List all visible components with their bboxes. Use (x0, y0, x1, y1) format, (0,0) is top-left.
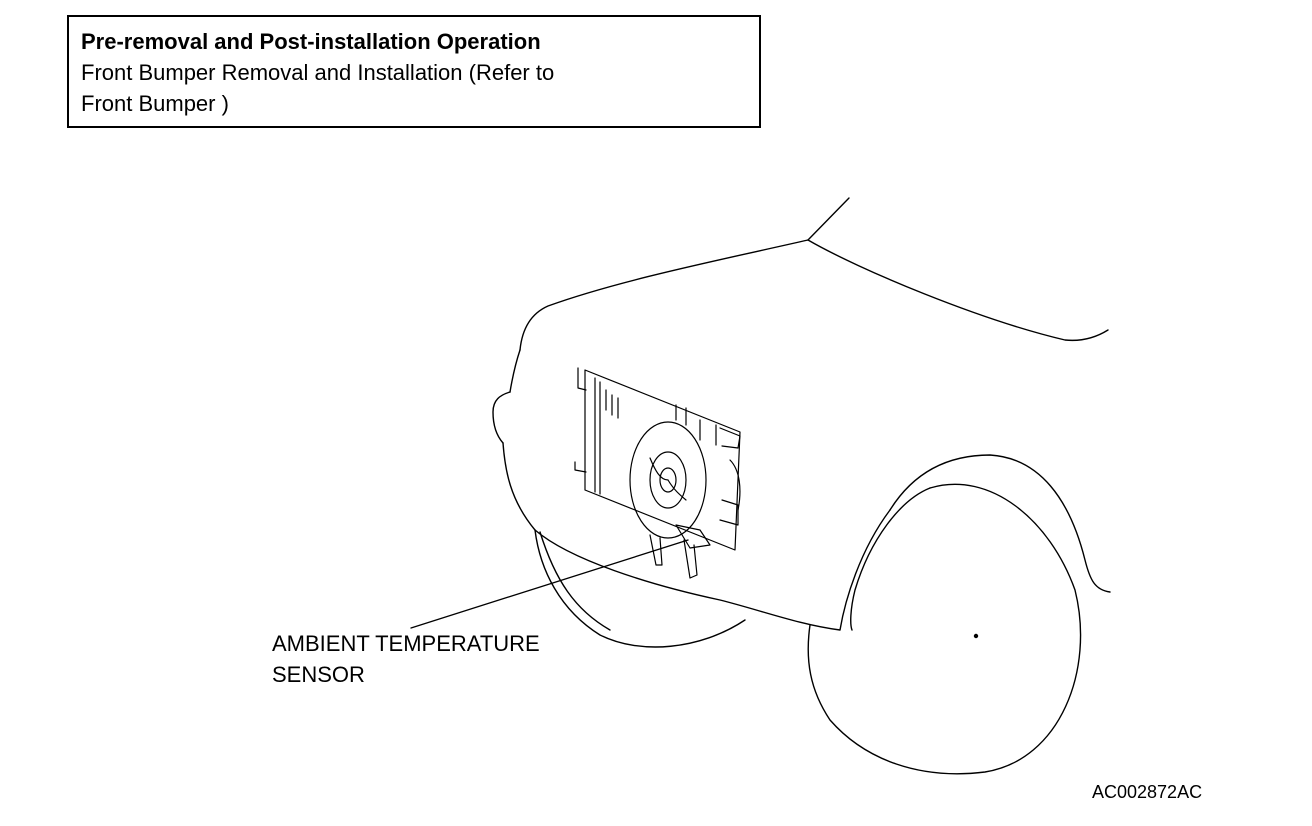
note-line-1: Front Bumper Removal and Installation (R… (81, 60, 555, 85)
sensor-leader-line (410, 539, 689, 629)
condenser-fan-assembly (574, 367, 741, 579)
hood-outline (519, 197, 1109, 351)
note-title: Pre-removal and Post-installation Operat… (81, 29, 541, 54)
front-bumper-outline (492, 349, 891, 648)
operation-note-box: Pre-removal and Post-installation Operat… (67, 15, 761, 128)
tire-outline (807, 483, 1082, 775)
ambient-temperature-sensor-label: AMBIENT TEMPERATURE SENSOR (272, 628, 540, 690)
figure-id: AC002872AC (1092, 782, 1203, 802)
fender-outline (889, 454, 1111, 593)
callout-line-1: AMBIENT TEMPERATURE (272, 631, 540, 656)
callout-line-2: SENSOR (272, 662, 365, 687)
note-line-2: Front Bumper ) (81, 91, 229, 116)
